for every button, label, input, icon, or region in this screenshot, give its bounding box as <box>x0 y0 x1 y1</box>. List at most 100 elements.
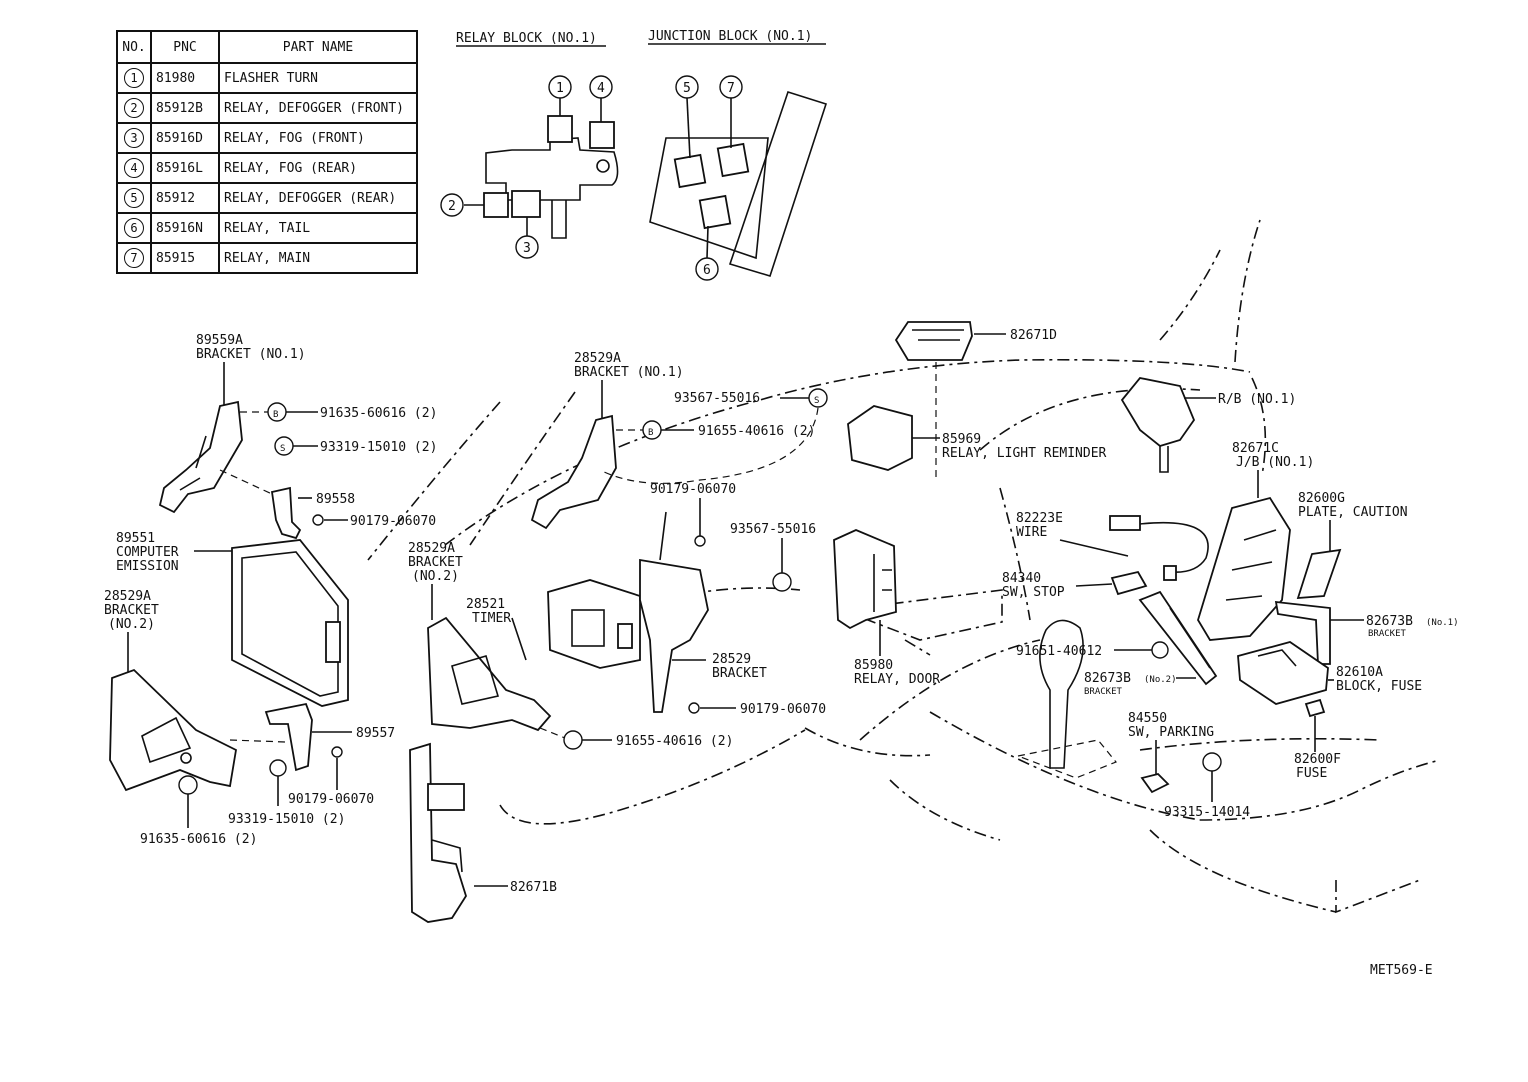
label-89551-l2: COMPUTER <box>116 545 179 560</box>
screw-93315-icon <box>1202 752 1222 772</box>
label-82671d: 82671D <box>1010 328 1057 343</box>
bolt-91655-bottom-icon <box>563 730 583 750</box>
label-82671c-desc: J/B (NO.1) <box>1236 455 1314 470</box>
row-number: 2 <box>124 98 144 118</box>
label-82610a-desc: BLOCK, FUSE <box>1336 679 1422 694</box>
relay-light-reminder-85969 <box>847 405 913 471</box>
label-89559a-code: 89559A <box>196 333 243 348</box>
relay-light-reminder-group: 82671D 85969 RELAY, LIGHT REMINDER 93567… <box>730 321 1107 687</box>
relay-marker-1: 1 <box>556 81 564 96</box>
relay-door-85980 <box>833 529 897 630</box>
header-no: NO. <box>116 30 152 64</box>
relay-block-title: RELAY BLOCK (NO.1) <box>456 31 597 46</box>
bolt-91651-icon <box>1151 641 1169 659</box>
row-part-name: FLASHER TURN <box>218 62 418 94</box>
screw-93567-top-icon <box>808 388 828 408</box>
stop-switch-plug <box>1163 565 1177 581</box>
row-part-name: RELAY, DEFOGGER (FRONT) <box>218 92 418 124</box>
bracket-89559a <box>158 400 243 514</box>
row-number: 5 <box>124 188 144 208</box>
label-82600f-code: 82600F <box>1294 752 1341 767</box>
screw-symbol: S <box>814 396 819 406</box>
label-28529a-top-code: 28529A <box>574 351 621 366</box>
label-89551-code: 89551 <box>116 531 155 546</box>
label-28529a-left-l2: BRACKET <box>104 603 159 618</box>
row-part-name: RELAY, TAIL <box>218 212 418 244</box>
relay-block-section: RELAY BLOCK (NO.1) 1 2 3 4 <box>440 31 619 259</box>
junction-block-cover <box>728 91 828 277</box>
label-91635-bottom: 91635-60616 (2) <box>140 832 257 847</box>
label-rb: R/B (NO.1) <box>1218 392 1296 407</box>
bracket-28529a-left <box>109 668 237 792</box>
computer-connector <box>325 621 341 663</box>
label-91651: 91651-40612 <box>1016 644 1102 659</box>
row-number: 3 <box>124 128 144 148</box>
label-85980-desc: RELAY, DOOR <box>854 672 940 687</box>
junction-marker-6: 6 <box>703 263 711 278</box>
label-90179-d: 90179-06070 <box>740 702 826 717</box>
relay-4-block <box>589 121 615 149</box>
nut-90179-d-icon <box>688 702 700 714</box>
bracket-28529a-top <box>530 414 617 530</box>
relay-marker-4: 4 <box>597 81 605 96</box>
label-93315: 93315-14014 <box>1164 805 1250 820</box>
label-89551-l3: EMISSION <box>116 559 179 574</box>
label-82673b-no2-desc: BRACKET <box>1084 687 1123 697</box>
wire-82223e <box>1139 521 1209 574</box>
bolt-symbol: B <box>273 410 278 420</box>
relay-marker-3: 3 <box>523 241 531 256</box>
label-84340-code: 84340 <box>1002 571 1041 586</box>
table-header-row: NO. PNC PART NAME <box>116 30 418 64</box>
relay-marker-2: 2 <box>448 199 456 214</box>
label-89558: 89558 <box>316 492 355 507</box>
header-part-name: PART NAME <box>218 30 418 64</box>
junction-marker-5: 5 <box>683 81 691 96</box>
nut-90179-b-icon <box>331 746 343 758</box>
junction-block-82671c <box>1197 496 1291 641</box>
nut-90179-icon <box>312 514 324 526</box>
label-28529-code: 28529 <box>712 652 751 667</box>
label-84550-code: 84550 <box>1128 711 1167 726</box>
label-28529-desc: BRACKET <box>712 666 767 681</box>
label-82673b-no1-code: 82673B <box>1366 614 1413 629</box>
relay-2-block <box>483 192 509 218</box>
timer-group: 28529A BRACKET (NO.2) 28521 TIMER 28529 … <box>408 511 826 750</box>
bolt-symbol: B <box>648 428 653 438</box>
label-82223e-code: 82223E <box>1016 511 1063 526</box>
label-90179-c: 90179-06070 <box>650 482 736 497</box>
label-93567-top: 93567-55016 <box>674 391 760 406</box>
screw-93567-mid-icon <box>772 572 792 592</box>
label-82673b-no1-note: (No.1) <box>1426 618 1459 628</box>
label-90179-a: 90179-06070 <box>350 514 436 529</box>
relay-block-rb <box>1120 377 1196 447</box>
fuse-block-82610a <box>1237 641 1329 705</box>
row-part-name: RELAY, MAIN <box>218 242 418 274</box>
bracket-28529 <box>639 558 709 713</box>
label-82673b-no1-desc: BRACKET <box>1368 629 1407 639</box>
label-93567-mid: 93567-55016 <box>730 522 816 537</box>
bracket-82671b-clip <box>427 783 465 811</box>
junction-block-section: JUNCTION BLOCK (NO.1) 5 6 7 <box>648 29 828 281</box>
label-91635-top: 91635-60616 (2) <box>320 406 437 421</box>
screw-symbol: S <box>280 444 285 454</box>
label-28521-desc: TIMER <box>472 611 511 626</box>
bracket-28529a-mid <box>427 616 552 732</box>
vehicle-outline <box>367 219 1441 914</box>
bracket-89558 <box>270 486 302 540</box>
row-number: 4 <box>124 158 144 178</box>
shift-lever-outline <box>1039 619 1084 769</box>
row-pnc: 85916N <box>150 212 220 244</box>
row-pnc: 85916L <box>150 152 220 184</box>
fuse-82600f <box>1304 698 1326 718</box>
stop-switch-84340 <box>1110 570 1148 596</box>
label-28529a-top-desc: BRACKET (NO.1) <box>574 365 684 380</box>
caution-plate-82600g <box>1296 548 1342 599</box>
label-85969-code: 85969 <box>942 432 981 447</box>
label-93319-bottom: 93319-15010 (2) <box>228 812 345 827</box>
switch-group: 82223E WIRE 84340 SW, STOP 91651-40612 8… <box>1002 511 1250 820</box>
timer-connector <box>617 623 633 649</box>
